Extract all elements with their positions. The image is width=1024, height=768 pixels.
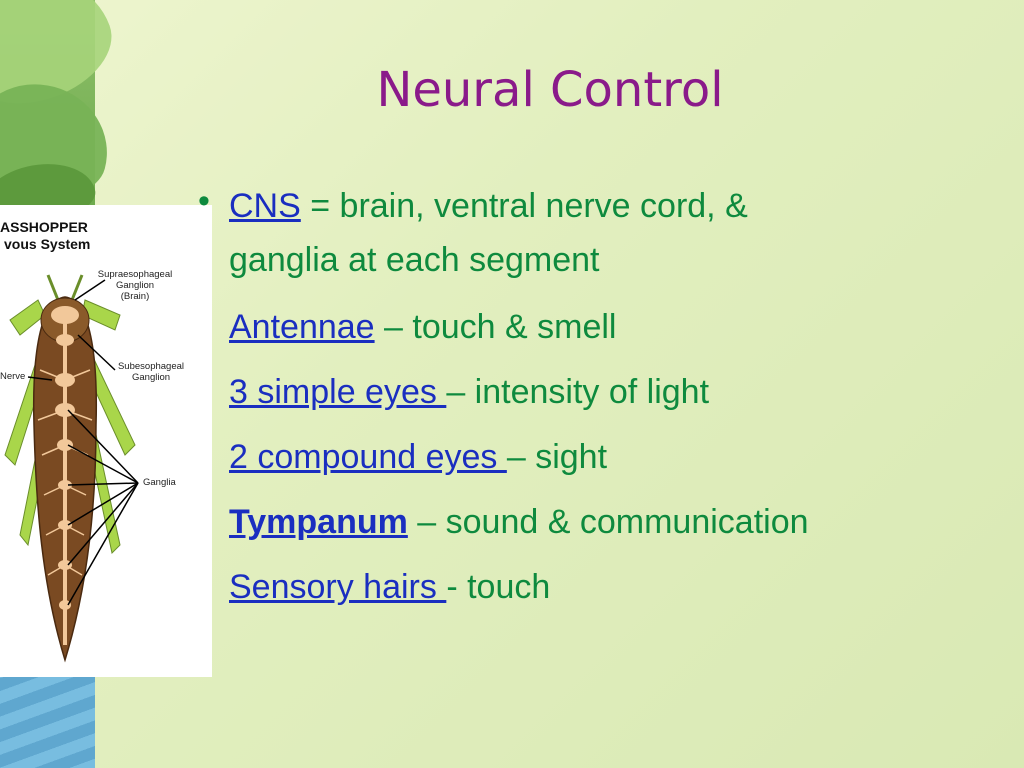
term-link[interactable]: 3 simple eyes: [229, 373, 447, 411]
diagram-title: ASSHOPPER vous System: [0, 219, 91, 252]
list-item: Sensory hairs - touch: [229, 563, 550, 611]
item-description: ganglia at each segment: [229, 241, 600, 279]
term-link[interactable]: Tympanum: [229, 503, 408, 541]
list-item: 2 compound eyes – sight: [229, 433, 607, 481]
item-description: - touch: [446, 568, 551, 606]
item-description: – sight: [506, 438, 608, 476]
list-item: Antennae – touch & smell: [229, 303, 616, 351]
term-link[interactable]: Antennae: [229, 308, 375, 346]
term-link[interactable]: CNS: [229, 187, 301, 225]
item-description: – intensity of light: [446, 373, 710, 411]
grasshopper-nervous-system-diagram: ASSHOPPER vous System: [0, 205, 212, 677]
item-description: – sound & communication: [407, 503, 809, 541]
term-link[interactable]: 2 compound eyes: [229, 438, 507, 476]
list-item: 3 simple eyes – intensity of light: [229, 368, 709, 416]
list-item: Tympanum – sound & communication: [229, 498, 809, 546]
slide-title: Neural Control: [376, 62, 724, 118]
term-link[interactable]: Sensory hairs: [229, 568, 447, 606]
item-description: – touch & smell: [374, 308, 617, 346]
list-item: CNS = brain, ventral nerve cord, &: [229, 182, 748, 230]
bullet-marker: •: [198, 182, 210, 220]
nerve-label: Nerve: [0, 371, 26, 382]
list-item-continuation: ganglia at each segment: [229, 236, 599, 284]
item-description: = brain, ventral nerve cord, &: [300, 187, 748, 225]
grasshopper-illustration: [4, 274, 139, 663]
ganglia-label: Ganglia: [143, 477, 176, 488]
